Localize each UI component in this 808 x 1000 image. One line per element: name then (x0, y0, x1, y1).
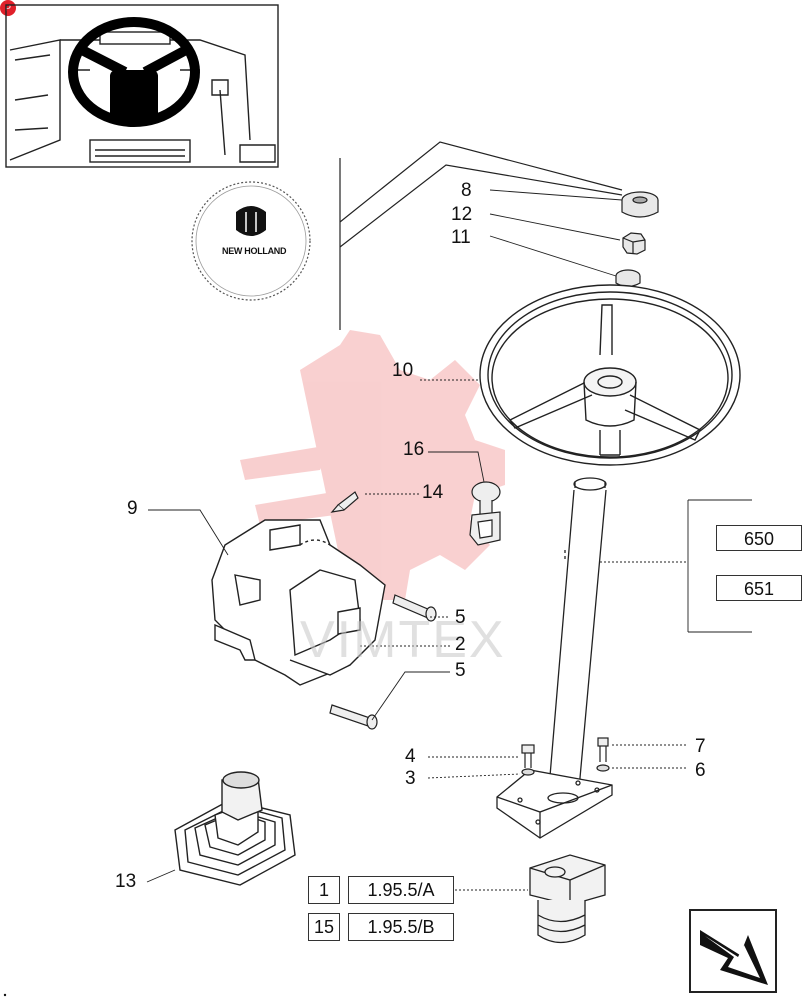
callout-9: 9 (127, 498, 138, 519)
washer-6 (596, 764, 610, 772)
lever-knob (469, 481, 501, 546)
reference-650[interactable]: 650 (716, 525, 802, 551)
callout-11: 11 (451, 227, 471, 248)
reference-651[interactable]: 651 (716, 575, 802, 601)
callout-10: 10 (392, 360, 414, 381)
callout-5-upper: 5 (455, 607, 466, 628)
corner-badge: P (0, 0, 16, 16)
leader-lines (146, 189, 752, 891)
steering-unit (529, 854, 606, 944)
callout-7: 7 (695, 736, 706, 757)
watermark-gear-icon (240, 330, 505, 600)
column-cover (211, 519, 386, 686)
nut (622, 232, 646, 255)
ref-item-1: 1 (308, 876, 340, 904)
rubber-boot (174, 771, 296, 886)
washer (615, 269, 641, 288)
callout-3: 3 (405, 768, 416, 789)
reference-1-95-5-b[interactable]: 1.95.5/B (348, 913, 454, 941)
watermark-text: VIMTEX (300, 611, 506, 669)
bolt-7 (597, 737, 609, 762)
detail-bracket (339, 141, 623, 330)
callout-2: 2 (455, 634, 466, 655)
logo-text: NEW HOLLAND (222, 246, 287, 256)
tractor-cab-inset (5, 4, 279, 168)
screw (330, 491, 359, 513)
ref-item-15: 15 (308, 913, 340, 941)
new-holland-logo (191, 181, 311, 301)
callout-13: 13 (115, 871, 137, 892)
horn-cap (621, 191, 659, 218)
bolt-5-upper (392, 594, 437, 622)
callout-12: 12 (451, 204, 473, 225)
callout-6: 6 (695, 760, 706, 781)
washer-3 (521, 768, 535, 776)
steering-wheel (479, 284, 741, 466)
bolt-4 (521, 744, 535, 768)
reference-1-95-5-a[interactable]: 1.95.5/A (348, 876, 454, 904)
callout-5-lower: 5 (455, 660, 466, 681)
steering-wheel-inset-icon (68, 17, 200, 127)
steering-column (496, 477, 613, 839)
callout-8: 8 (461, 180, 472, 201)
callout-4: 4 (405, 746, 416, 767)
callout-16: 16 (403, 439, 425, 460)
bolt-5-lower (329, 704, 378, 730)
next-page-arrow-icon (689, 909, 777, 993)
callout-14: 14 (422, 482, 444, 503)
